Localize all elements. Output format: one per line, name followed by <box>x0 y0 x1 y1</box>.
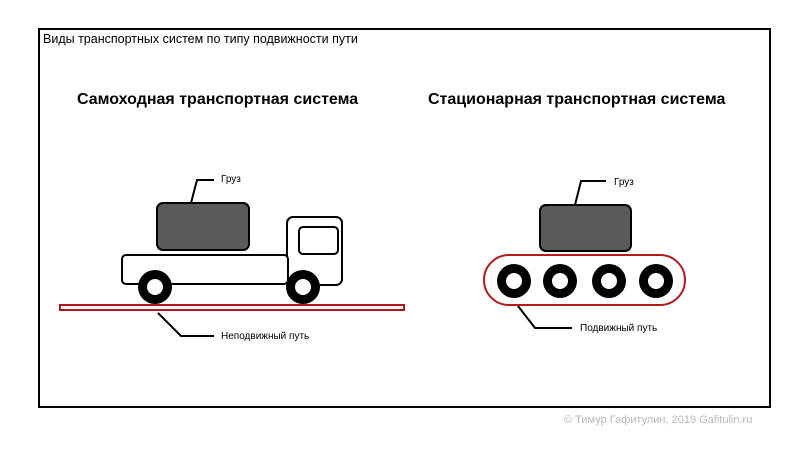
cargo-label-left: Груз <box>221 174 241 185</box>
diagram-title: Виды транспортных систем по типу подвижн… <box>43 32 358 46</box>
conveyor-belt <box>483 254 686 306</box>
truck-cargo-box <box>156 202 250 251</box>
cargo-label-right: Груз <box>614 177 634 188</box>
moving-path-label: Подвижный путь <box>580 323 658 334</box>
conveyor-roller <box>592 264 626 298</box>
cargo-leader-line-left <box>190 179 214 204</box>
fixed-path-label: Неподвижный путь <box>221 331 310 342</box>
cargo-leader-line-right <box>574 180 606 206</box>
conveyor-roller <box>543 264 577 298</box>
conveyor-cargo-box <box>539 204 632 252</box>
conveyor-roller <box>497 264 531 298</box>
truck-cab-window <box>298 226 339 255</box>
copyright-notice: © Тимур Гафитулин, 2019 Gafitulin.ru <box>564 414 753 426</box>
moving-path-leader-line <box>517 305 572 329</box>
fixed-path-rail <box>59 304 405 311</box>
truck-front-wheel <box>286 270 320 304</box>
self-propelled-system-heading: Самоходная транспортная система <box>77 91 359 108</box>
truck-rear-wheel <box>138 270 172 304</box>
stationary-system-heading: Стационарная транспортная система <box>428 91 726 108</box>
truck-cab <box>286 216 343 286</box>
diagram-frame <box>38 28 771 408</box>
fixed-path-leader-line <box>157 312 214 337</box>
conveyor-roller <box>639 264 673 298</box>
